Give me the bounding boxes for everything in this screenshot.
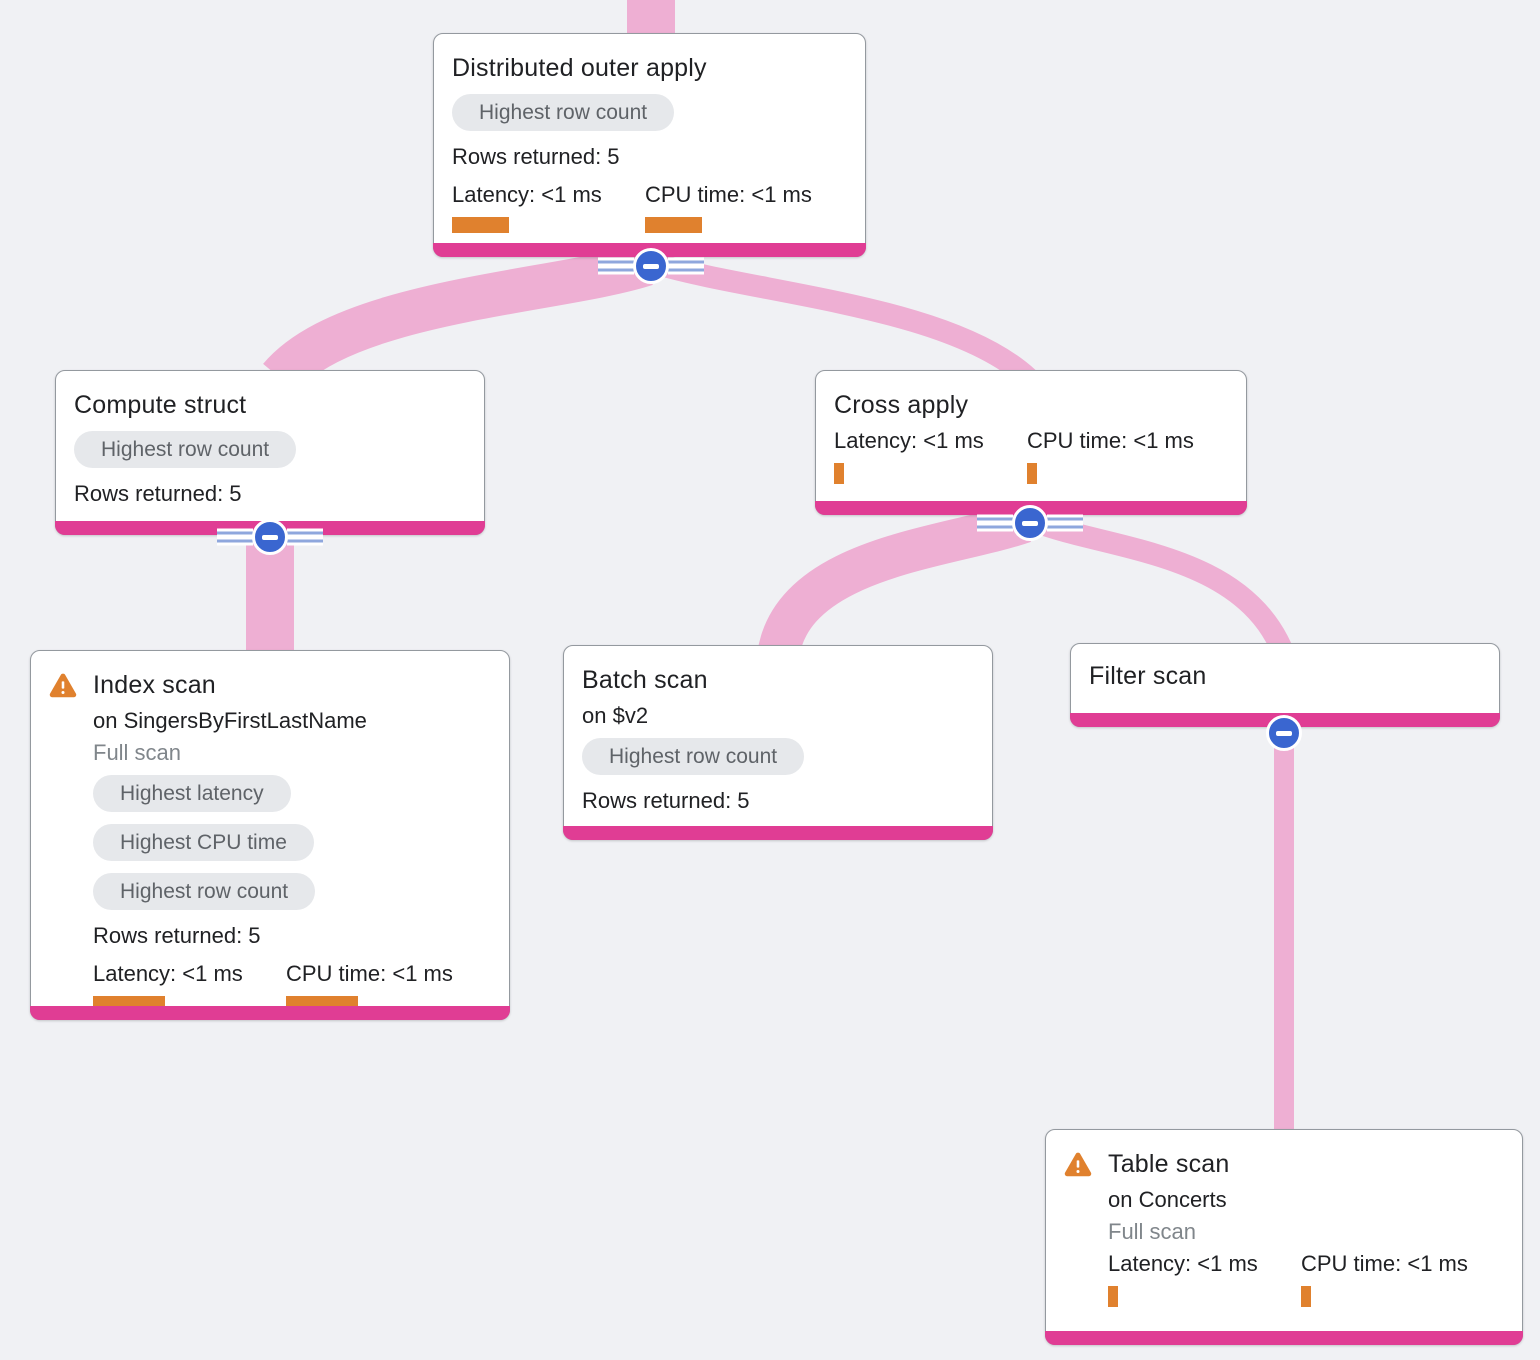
badge-highest-latency: Highest latency	[93, 775, 291, 812]
plan-node-index-scan[interactable]: Index scan on SingersByFirstLastName Ful…	[30, 650, 510, 1020]
node-subtitle: on $v2	[582, 703, 649, 728]
collapse-decoration	[598, 257, 634, 275]
collapse-decoration	[1047, 514, 1083, 532]
node-accent-bar	[1045, 1331, 1523, 1345]
scan-type-label: Full scan	[1108, 1219, 1197, 1244]
collapse-decoration	[217, 528, 253, 546]
latency-label: Latency: <1 ms	[834, 428, 984, 453]
edge-root-to-cross-apply	[653, 253, 1036, 387]
collapse-button-compute-struct[interactable]	[217, 518, 323, 556]
plan-node-table-scan[interactable]: Table scan on Concerts Full scan Latency…	[1045, 1129, 1523, 1345]
plan-node-compute-struct[interactable]: Compute struct Highest row count Rows re…	[55, 370, 485, 535]
badge-highest-row-count: Highest row count	[74, 431, 297, 468]
node-title: Filter scan	[1089, 662, 1207, 690]
node-subtitle: on SingersByFirstLastName	[93, 708, 367, 733]
rows-returned: Rows returned: 5	[452, 144, 620, 169]
cpu-time-bar	[645, 217, 702, 233]
collapse-decoration	[977, 514, 1013, 532]
plan-node-batch-scan[interactable]: Batch scan on $v2 Highest row count Rows…	[563, 645, 993, 840]
warning-icon	[49, 673, 77, 698]
minus-icon	[1012, 505, 1048, 541]
node-subtitle: on Concerts	[1108, 1187, 1227, 1212]
collapse-button-distributed-outer-apply[interactable]	[598, 247, 704, 285]
cpu-time-label: CPU time: <1 ms	[286, 961, 453, 986]
latency-bar	[1108, 1286, 1118, 1307]
node-title: Distributed outer apply	[452, 54, 707, 82]
rows-returned: Rows returned: 5	[582, 788, 750, 813]
cpu-time-bar	[1301, 1286, 1311, 1307]
minus-icon	[1266, 715, 1302, 751]
plan-node-cross-apply[interactable]: Cross apply Latency: <1 ms CPU time: <1 …	[815, 370, 1247, 515]
collapse-decoration	[668, 257, 704, 275]
node-title: Cross apply	[834, 391, 969, 419]
latency-bar	[452, 217, 509, 233]
node-accent-bar	[563, 826, 993, 840]
edge-cross-apply-to-filter-scan	[1032, 511, 1294, 657]
cpu-time-label: CPU time: <1 ms	[1301, 1251, 1468, 1276]
rows-returned: Rows returned: 5	[74, 481, 242, 506]
minus-icon	[252, 519, 288, 555]
edge-root-to-compute-struct	[263, 242, 653, 394]
collapse-decoration	[287, 528, 323, 546]
latency-label: Latency: <1 ms	[1108, 1251, 1258, 1276]
badge-highest-row-count: Highest row count	[93, 873, 316, 910]
warning-icon	[1064, 1152, 1092, 1177]
cpu-time-bar	[1027, 463, 1037, 484]
node-title: Compute struct	[74, 391, 247, 419]
edge-cross-apply-to-batch-scan	[757, 502, 1031, 661]
badge-highest-row-count: Highest row count	[452, 94, 675, 131]
node-title: Index scan	[93, 671, 216, 699]
minus-icon	[633, 248, 669, 284]
cpu-time-label: CPU time: <1 ms	[645, 182, 812, 207]
scan-type-label: Full scan	[93, 740, 182, 765]
rows-returned: Rows returned: 5	[93, 923, 261, 948]
latency-label: Latency: <1 ms	[452, 182, 602, 207]
node-title: Table scan	[1108, 1150, 1230, 1178]
badge-highest-cpu-time: Highest CPU time	[93, 824, 314, 861]
latency-label: Latency: <1 ms	[93, 961, 243, 986]
node-accent-bar	[30, 1006, 510, 1020]
badge-highest-row-count: Highest row count	[582, 738, 805, 775]
latency-bar	[834, 463, 844, 484]
plan-node-distributed-outer-apply[interactable]: Distributed outer apply Highest row coun…	[433, 33, 866, 257]
node-title: Batch scan	[582, 666, 708, 694]
cpu-time-label: CPU time: <1 ms	[1027, 428, 1194, 453]
collapse-button-cross-apply[interactable]	[977, 504, 1083, 542]
collapse-button-filter-scan[interactable]	[1265, 714, 1303, 752]
